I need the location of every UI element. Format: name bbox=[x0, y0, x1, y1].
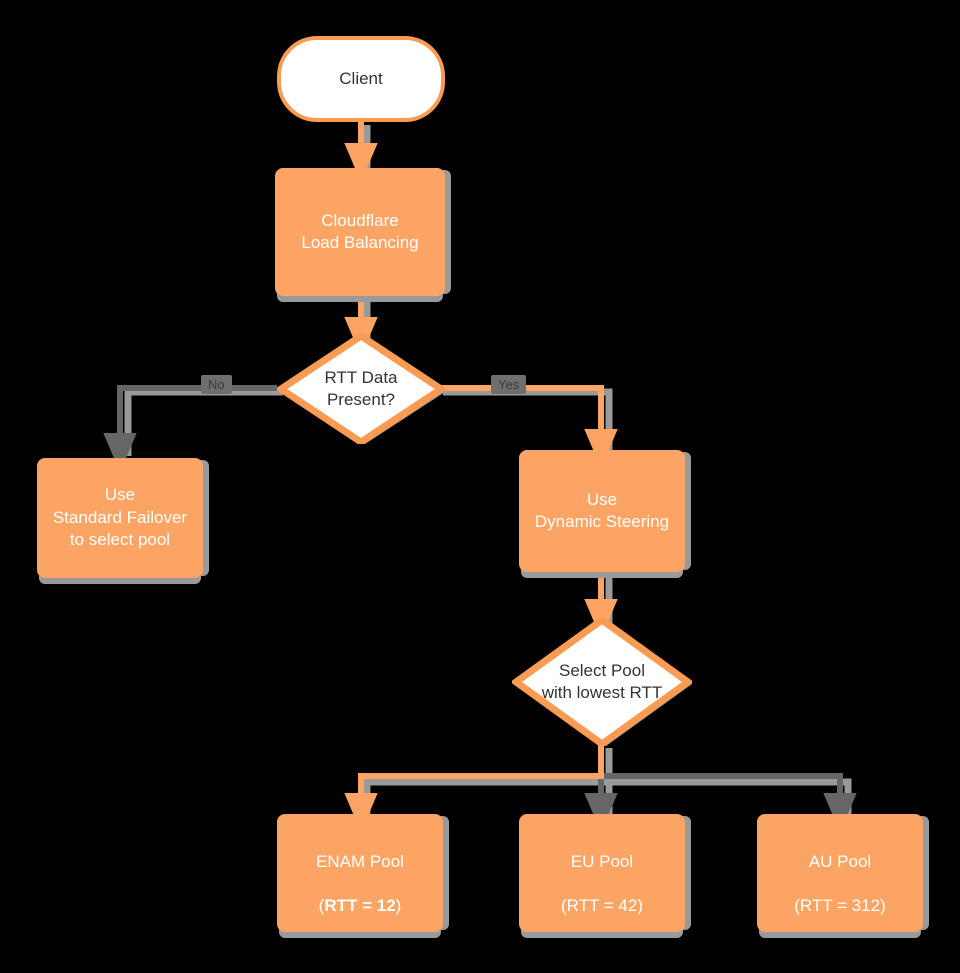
node-au-pool-label: AU Pool (RTT = 312) bbox=[794, 828, 886, 918]
select-pool-shape bbox=[512, 618, 692, 746]
node-au-pool[interactable]: AU Pool (RTT = 312) bbox=[757, 814, 923, 932]
node-load-balancer[interactable]: Cloudflare Load Balancing bbox=[275, 168, 445, 296]
rtt-decision-shape bbox=[277, 334, 445, 444]
node-eu-pool[interactable]: EU Pool (RTT = 42) bbox=[519, 814, 685, 932]
node-client-label: Client bbox=[339, 68, 383, 88]
edge-label-no: No bbox=[201, 375, 232, 394]
enam-pool-line1: ENAM Pool bbox=[316, 851, 404, 871]
edge-rtt-decision-to-dynamic-steering bbox=[437, 385, 618, 469]
edge-shadow-select-enam bbox=[363, 748, 613, 818]
enam-pool-rtt-value: RTT = 12 bbox=[324, 896, 396, 916]
edge-rtt-decision-to-standard-failover bbox=[103, 385, 277, 473]
node-enam-pool-label: ENAM Pool (RTT = 12) bbox=[316, 828, 404, 918]
node-select-pool[interactable]: Select Pool with lowest RTT bbox=[512, 618, 692, 746]
eu-pool-line2: (RTT = 42) bbox=[560, 896, 644, 916]
edge-select-pool-to-au-pool bbox=[598, 745, 857, 833]
edge-shadow-decision-dynamic bbox=[443, 388, 613, 452]
edge-select-pool-to-enam-pool bbox=[344, 745, 604, 833]
node-rtt-decision[interactable]: RTT Data Present? bbox=[277, 334, 445, 444]
enam-pool-line2-suffix: ) bbox=[395, 896, 402, 916]
edge-shadow-select-au bbox=[609, 778, 852, 818]
node-client[interactable]: Client bbox=[277, 36, 445, 122]
au-pool-line2: (RTT = 312) bbox=[794, 896, 886, 916]
eu-pool-line1: EU Pool bbox=[570, 851, 634, 871]
node-eu-pool-label: EU Pool (RTT = 42) bbox=[561, 828, 643, 918]
node-standard-failover-label: Use Standard Failover to select pool bbox=[52, 485, 188, 550]
enam-pool-line2-prefix: ( bbox=[318, 896, 325, 916]
node-dynamic-steering[interactable]: Use Dynamic Steering bbox=[519, 450, 685, 572]
au-pool-line1: AU Pool bbox=[808, 851, 872, 871]
node-enam-pool[interactable]: ENAM Pool (RTT = 12) bbox=[277, 814, 443, 932]
node-load-balancer-label: Cloudflare Load Balancing bbox=[301, 210, 419, 252]
node-standard-failover[interactable]: Use Standard Failover to select pool bbox=[37, 458, 203, 578]
edge-label-yes: Yes bbox=[491, 375, 527, 394]
node-dynamic-steering-label: Use Dynamic Steering bbox=[534, 489, 670, 531]
edge-shadow-decision-failover bbox=[124, 388, 283, 456]
